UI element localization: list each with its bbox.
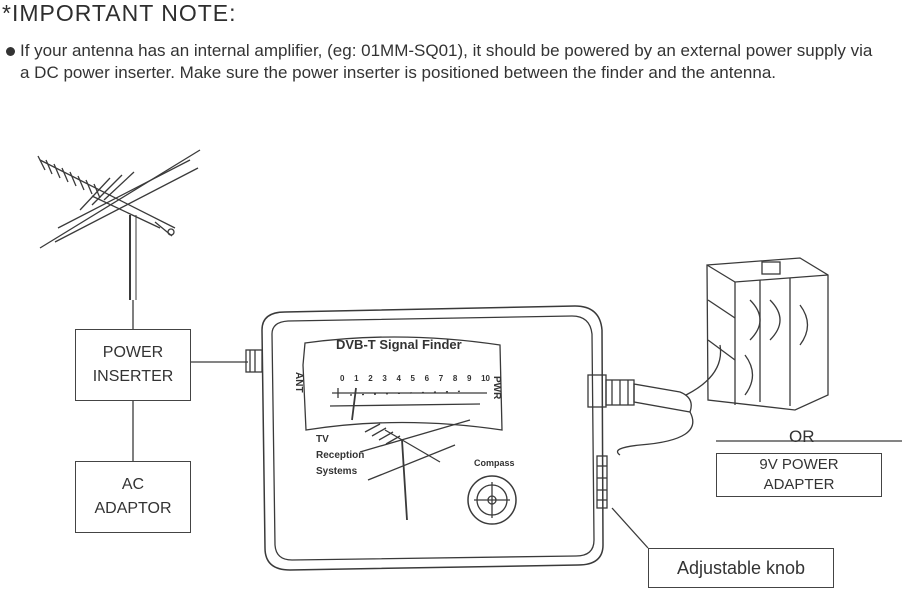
ac-adaptor-line1: AC	[121, 476, 145, 493]
ant-label: ANT	[293, 372, 304, 393]
adjustable-knob-box: Adjustable knob	[648, 548, 834, 588]
signal-finder-device	[245, 305, 608, 571]
or-label: OR	[789, 427, 815, 446]
device-title: DVB-T Signal Finder	[336, 337, 462, 352]
power-inserter-line2: INSERTER	[92, 368, 174, 385]
important-note: If your antenna has an internal amplifie…	[6, 40, 886, 84]
power-adapter-box: 9V POWER ADAPTER	[716, 453, 882, 497]
scale-0: 0	[340, 374, 345, 383]
antenna-icon	[37, 149, 201, 300]
scale-6: 6	[424, 374, 430, 383]
ac-adaptor-line2: ADAPTOR	[94, 500, 172, 517]
tv-line3: Systems	[316, 466, 358, 477]
meter-scale: 0 1 2 3 4 5 6 7 8 9 10	[340, 374, 490, 383]
note-text: If your antenna has an internal amplifie…	[20, 41, 873, 82]
cable-connector	[587, 344, 722, 456]
power-adapter-line2: ADAPTER	[763, 476, 835, 493]
scale-5: 5	[410, 374, 415, 383]
power-inserter-line1: POWER	[102, 344, 164, 361]
pwr-label: PWR	[491, 376, 502, 400]
tv-line1: TV	[316, 434, 329, 445]
scale-8: 8	[452, 374, 458, 383]
scale-4: 4	[396, 374, 401, 383]
bullet-icon	[6, 47, 15, 56]
scale-2: 2	[368, 374, 373, 383]
power-inserter-box: POWER INSERTER	[75, 329, 191, 401]
scale-3: 3	[382, 374, 387, 383]
tv-label: TV Reception Systems	[316, 432, 364, 480]
battery-holder-icon	[706, 257, 829, 411]
scale-1: 1	[354, 374, 359, 383]
ac-adaptor-box: AC ADAPTOR	[75, 461, 191, 533]
power-adapter-line1: 9V POWER	[759, 456, 839, 473]
page-heading: *IMPORTANT NOTE:	[2, 0, 237, 26]
adjustable-knob-label: Adjustable knob	[676, 558, 806, 578]
scale-7: 7	[438, 374, 444, 383]
compass-label: Compass	[474, 458, 515, 468]
tv-line2: Reception	[316, 450, 365, 461]
scale-10: 10	[481, 374, 490, 383]
scale-9: 9	[466, 374, 472, 383]
